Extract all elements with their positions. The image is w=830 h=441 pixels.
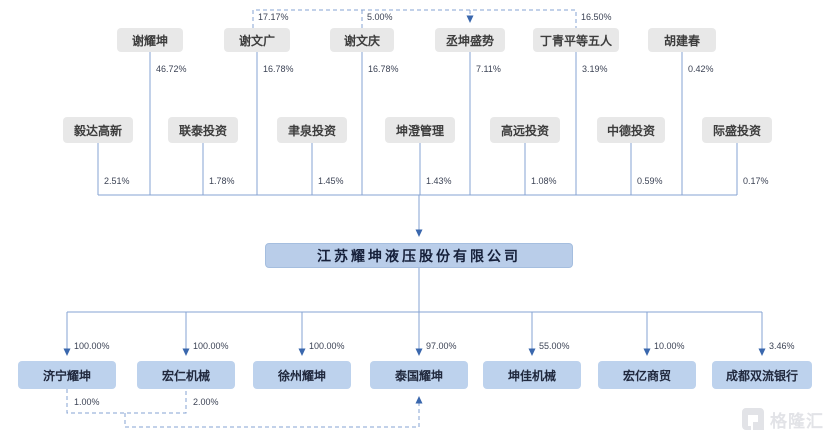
percent-label: 97.00% [426, 341, 457, 351]
shareholder-node: 谢文广 [224, 28, 290, 52]
percent-label: 1.43% [426, 176, 452, 186]
percent-label: 100.00% [193, 341, 229, 351]
percent-label: 0.17% [743, 176, 769, 186]
percent-label: 1.45% [318, 176, 344, 186]
percent-label: 0.42% [688, 64, 714, 74]
dashed-percent-label: 17.17% [258, 12, 289, 22]
subsidiary-node: 宏亿商贸 [598, 361, 696, 389]
shareholder-node: 联泰投资 [168, 117, 238, 143]
percent-label: 100.00% [74, 341, 110, 351]
percent-label: 3.46% [769, 341, 795, 351]
subsidiary-node: 坤佳机械 [483, 361, 581, 389]
dashed-percent-label: 2.00% [193, 397, 219, 407]
subsidiary-node: 成都双流银行 [712, 361, 812, 389]
dashed-percent-label: 16.50% [581, 12, 612, 22]
dashed-percent-label: 1.00% [74, 397, 100, 407]
gelonghui-watermark: 格隆汇 [740, 406, 824, 432]
percent-label: 7.11% [476, 64, 501, 74]
shareholder-node: 丁青平等五人 [533, 28, 619, 52]
shareholder-node: 高远投资 [490, 117, 560, 143]
subsidiary-node: 泰国耀坤 [370, 361, 468, 389]
dashed-connectors [66, 9, 577, 428]
dashed-percent-label: 5.00% [367, 12, 393, 22]
percent-label: 16.78% [263, 64, 294, 74]
percent-label: 16.78% [368, 64, 399, 74]
shareholder-node: 中德投资 [597, 117, 665, 143]
shareholder-node: 毅达高新 [63, 117, 133, 143]
shareholder-node: 聿泉投资 [277, 117, 347, 143]
percent-label: 0.59% [637, 176, 663, 186]
shareholder-node: 胡建春 [648, 28, 716, 52]
gelonghui-logo-icon [742, 408, 764, 430]
subsidiary-node: 济宁耀坤 [18, 361, 116, 389]
percent-label: 10.00% [654, 341, 685, 351]
shareholder-node: 谢耀坤 [117, 28, 183, 52]
percent-label: 1.08% [531, 176, 557, 186]
shareholder-node: 谢文庆 [330, 28, 394, 52]
percent-label: 100.00% [309, 341, 345, 351]
percent-label: 46.72% [156, 64, 187, 74]
solid-connectors [63, 52, 766, 356]
percent-label: 55.00% [539, 341, 570, 351]
percent-label: 1.78% [209, 176, 235, 186]
shareholder-node: 坤澄管理 [385, 117, 455, 143]
shareholder-node: 际盛投资 [702, 117, 772, 143]
subsidiary-node: 宏仁机械 [137, 361, 235, 389]
company-node: 江苏耀坤液压股份有限公司 [265, 243, 573, 268]
watermark-text: 格隆汇 [770, 411, 824, 431]
subsidiary-node: 徐州耀坤 [253, 361, 351, 389]
percent-label: 3.19% [582, 64, 608, 74]
shareholder-node: 丞坤盛势 [435, 28, 505, 52]
percent-label: 2.51% [104, 176, 130, 186]
